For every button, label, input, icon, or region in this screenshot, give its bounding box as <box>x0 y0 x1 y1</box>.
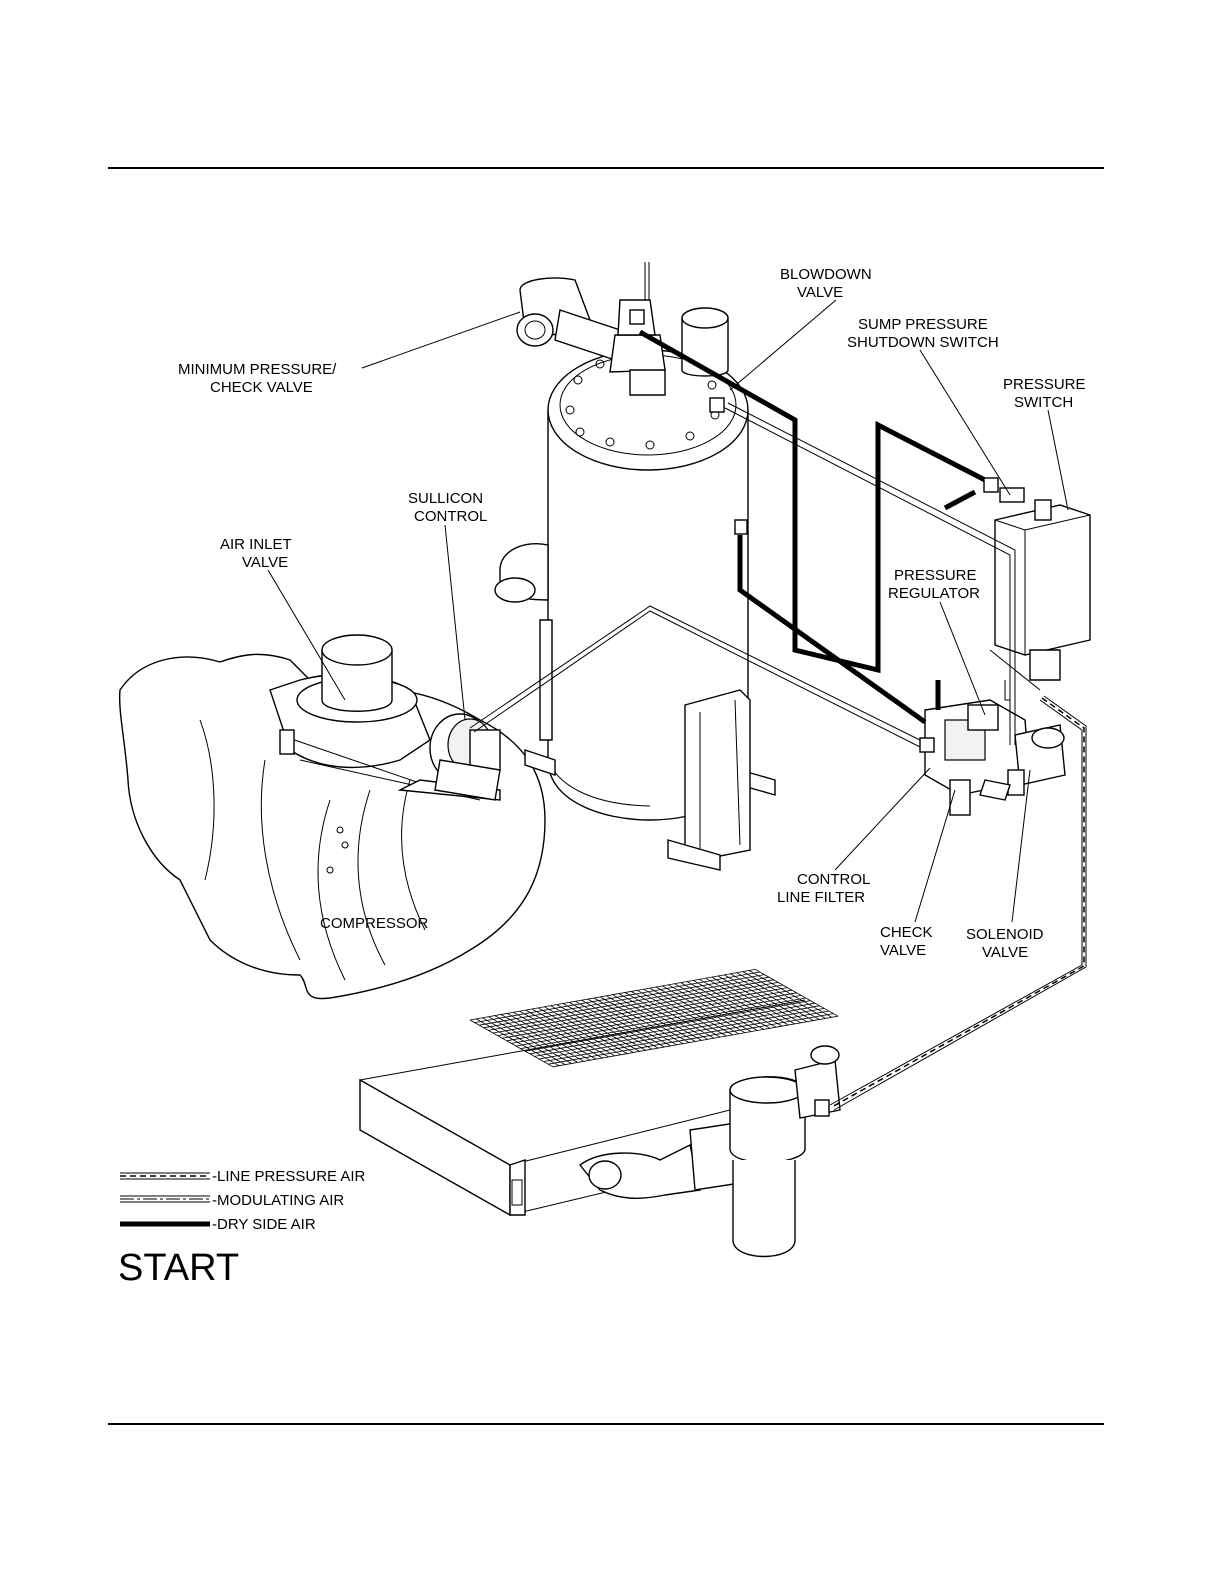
check-valve-label-l1: CHECK <box>880 924 933 941</box>
legend-line-pressure-air-label: -LINE PRESSURE AIR <box>212 1168 366 1185</box>
min-pressure-valve-label-l2: CHECK VALVE <box>210 379 313 396</box>
min-pressure-valve-label-l1: MINIMUM PRESSURE/ <box>178 361 337 378</box>
blowdown-valve-label-l2: VALVE <box>797 284 843 301</box>
solenoid-valve-label-l1: SOLENOID <box>966 926 1044 943</box>
grid-line <box>479 975 764 1026</box>
grid-line <box>544 1011 829 1062</box>
grid-line <box>475 972 760 1023</box>
page-title: START <box>118 1247 239 1289</box>
pressure-regulator-label-l1: PRESSURE <box>894 567 977 584</box>
legend-dry-side-air-label: -DRY SIDE AIR <box>212 1216 316 1233</box>
grid-line <box>493 982 778 1033</box>
grid-line <box>553 1016 838 1067</box>
grid-line <box>484 977 769 1028</box>
grid-line <box>530 1003 815 1054</box>
legend: -LINE PRESSURE AIR -MODULATING AIR -DRY … <box>120 1168 366 1233</box>
blowdown-valve-label-l1: BLOWDOWN <box>780 266 872 283</box>
solenoid-valve-label-l2: VALVE <box>982 944 1028 961</box>
sullicon-control-label-l1: SULLICON <box>408 490 483 507</box>
pressure-switch-label-l2: SWITCH <box>1014 394 1073 411</box>
grid-line <box>516 995 801 1046</box>
legend-line-pressure-air: -LINE PRESSURE AIR <box>120 1168 366 1185</box>
control-line-filter-label-l1: CONTROL <box>797 871 870 888</box>
sump-pressure-switch-label-l1: SUMP PRESSURE <box>858 316 988 333</box>
air-inlet-valve-label-l2: VALVE <box>242 554 288 571</box>
legend-modulating-air: -MODULATING AIR <box>120 1192 344 1209</box>
check-valve-label-l2: VALVE <box>880 942 926 959</box>
grid-line <box>539 1008 824 1059</box>
pressure-regulator-label-l2: REGULATOR <box>888 585 980 602</box>
air-inlet-valve-label-l1: AIR INLET <box>220 536 292 553</box>
grid-line <box>511 993 796 1044</box>
grid-line <box>534 1006 819 1057</box>
legend-modulating-air-label: -MODULATING AIR <box>212 1192 344 1209</box>
compressor-label: COMPRESSOR <box>320 915 429 932</box>
sullicon-control-label-l2: CONTROL <box>414 508 487 525</box>
valve-cluster-drawing <box>925 700 1065 815</box>
cooler-grid <box>470 969 838 1066</box>
legend-dry-side-air: -DRY SIDE AIR <box>120 1216 316 1233</box>
sump-pressure-switch-label-l2: SHUTDOWN SWITCH <box>847 334 999 351</box>
grid-line <box>521 998 806 1049</box>
grid-line <box>507 990 792 1041</box>
grid-line <box>470 969 755 1020</box>
grid-line <box>502 988 787 1039</box>
grid-line <box>488 980 773 1031</box>
grid-line <box>525 1001 810 1052</box>
grid-line <box>498 985 783 1036</box>
pressure-switch-drawing <box>995 500 1090 680</box>
pressure-switch-label-l1: PRESSURE <box>1003 376 1086 393</box>
cooler-piping-drawing <box>580 1046 840 1257</box>
control-line-filter-label-l2: LINE FILTER <box>777 889 865 906</box>
